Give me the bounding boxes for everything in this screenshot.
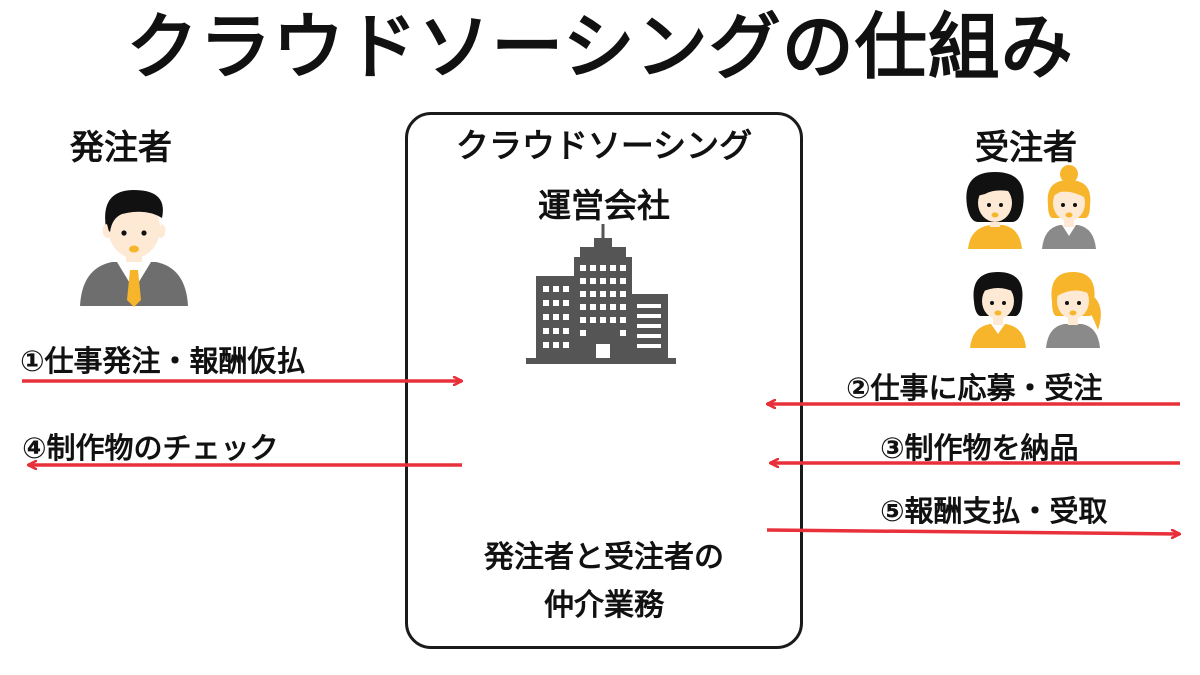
office-building-icon — [526, 224, 676, 364]
company-name-line2: 運営会社 — [538, 186, 670, 225]
contractor-label: 受注者 — [975, 128, 1077, 168]
step-4-label: ④制作物のチェック — [22, 431, 279, 465]
woman-ponytail-icon — [1046, 272, 1101, 348]
step-2-label: ②仕事に応募・受注 — [846, 371, 1103, 405]
step-3-label: ③制作物を納品 — [880, 431, 1079, 465]
mediation-line2: 仲介業務 — [544, 588, 664, 623]
woman-short-hair-icon — [966, 172, 1024, 249]
step-5-label: ⑤報酬支払・受取 — [880, 494, 1108, 528]
step-1-label: ①仕事発注・報酬仮払 — [20, 344, 306, 378]
company-name: クラウドソーシング 運営会社 — [405, 116, 803, 236]
company-name-line1: クラウドソーシング — [455, 126, 753, 165]
woman-bun-hair-icon — [1042, 165, 1096, 249]
mediation-text: 発注者と受注者の 仲介業務 — [405, 534, 803, 630]
mediation-line1: 発注者と受注者の — [484, 540, 724, 575]
woman-bob-hair-icon — [970, 272, 1026, 348]
page-title: クラウドソーシングの仕組み — [126, 5, 1074, 89]
orderer-label: 発注者 — [70, 128, 172, 168]
businessman-icon — [80, 190, 188, 307]
step-5-arrow — [766, 528, 1180, 534]
